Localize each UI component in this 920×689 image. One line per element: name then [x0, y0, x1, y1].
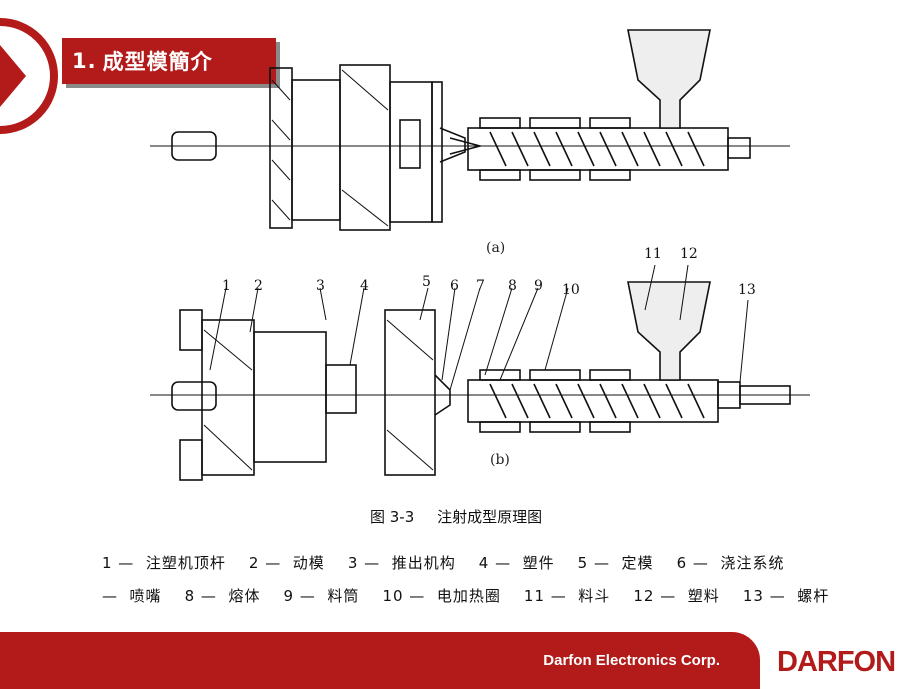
- footer-bar: [0, 632, 760, 689]
- figure-title-text: 注射成型原理图: [437, 508, 543, 526]
- part-label: 10: [562, 282, 580, 298]
- caption-a: (a): [486, 240, 506, 256]
- slide-title: 1. 成型模簡介: [62, 38, 276, 84]
- figure-number: 图 3-3: [370, 508, 415, 526]
- caption-b: (b): [490, 452, 510, 468]
- part-label: 2: [254, 278, 263, 294]
- part-label: 9: [534, 278, 543, 294]
- part-label: 3: [316, 278, 325, 294]
- part-label: 11: [644, 246, 662, 262]
- title-number: 1.: [72, 49, 97, 73]
- legend-line-1: 1 — 注塑机顶杆 2 — 动模 3 — 推出机构 4 — 塑件 5 — 定模 …: [102, 554, 785, 572]
- corner-arrow-decoration: [0, 18, 58, 134]
- footer-company: Darfon Electronics Corp.: [543, 652, 720, 669]
- part-label: 13: [738, 282, 756, 298]
- part-label: 1: [222, 278, 231, 294]
- figure-title: 图 3-3 注射成型原理图: [370, 506, 560, 527]
- part-label: 6: [450, 278, 459, 294]
- part-label: 12: [680, 246, 698, 262]
- part-label: 7: [476, 278, 485, 294]
- part-label: 4: [360, 278, 369, 294]
- title-text: 成型模簡介: [102, 50, 213, 74]
- part-label: 8: [508, 278, 517, 294]
- brand-logo: DARFON: [777, 646, 896, 678]
- injection-molding-diagram: [150, 29, 810, 481]
- part-label: 5: [422, 274, 431, 290]
- legend-line-2: — 喷嘴 8 — 熔体 9 — 料筒 10 — 电加热圈 11 — 料斗 12 …: [102, 587, 830, 605]
